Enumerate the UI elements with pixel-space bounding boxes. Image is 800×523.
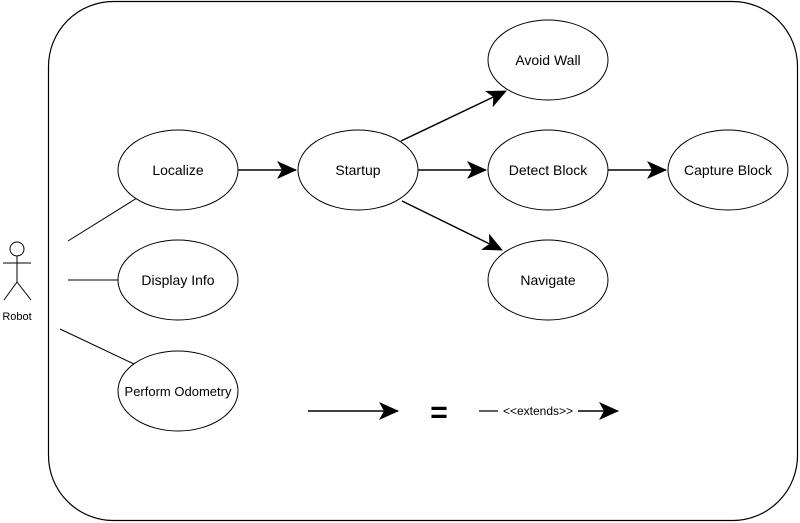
usecase-navigate-label: Navigate: [520, 272, 575, 288]
actor-label: Robot: [2, 311, 31, 323]
robot-actor: [3, 241, 32, 301]
usecase-localize-label: Localize: [152, 162, 204, 178]
usecase-startup: [297, 129, 419, 211]
association-localize: [67, 197, 138, 242]
usecase-perform-odometry: [117, 350, 239, 432]
usecase-perform-odometry-label: Perform Odometry: [125, 384, 232, 399]
usecase-display-info-label: Display Info: [141, 272, 214, 288]
usecase-capture-block: [667, 129, 789, 211]
legend-extends-label: <<extends>>: [503, 404, 573, 418]
usecase-localize: [117, 129, 239, 211]
actor-head-icon: [9, 241, 25, 257]
usecase-display-info: [117, 239, 239, 321]
legend-equals: =: [430, 396, 448, 429]
arrow-startup-to-avoid-wall: [400, 90, 507, 142]
usecase-detect-block-label: Detect Block: [509, 162, 589, 178]
actor-left-leg-icon: [3, 281, 18, 301]
association-perform-odometry: [59, 328, 135, 365]
arrow-startup-to-navigate: [401, 200, 503, 251]
actor-right-leg-icon: [16, 281, 32, 301]
system-boundary: [47, 0, 799, 522]
usecase-detect-block: [487, 129, 609, 211]
usecase-capture-block-label: Capture Block: [684, 162, 773, 178]
usecase-avoid-wall: [487, 19, 609, 101]
usecase-navigate: [487, 239, 609, 321]
usecase-avoid-wall-label: Avoid Wall: [515, 52, 580, 68]
usecase-startup-label: Startup: [335, 162, 380, 178]
